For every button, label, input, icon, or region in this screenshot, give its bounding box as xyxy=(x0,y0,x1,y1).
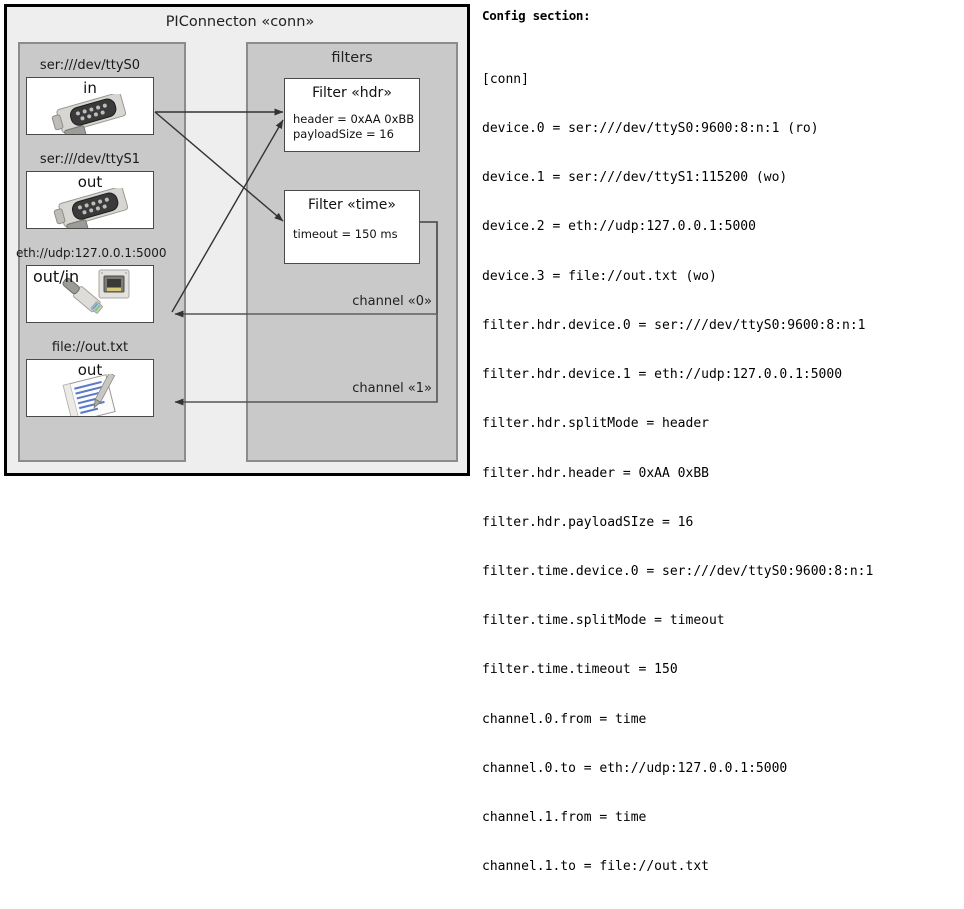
device-node-serial0[interactable]: ser:///dev/ttyS0 in xyxy=(26,58,154,138)
config-line: channel.1.from = time xyxy=(482,810,647,826)
serial-port-icon xyxy=(53,188,129,228)
config-line: filter.time.timeout = 150 xyxy=(482,662,678,678)
config-line: filter.time.splitMode = timeout xyxy=(482,613,725,629)
config-line: device.1 = ser:///dev/ttyS1:115200 (wo) xyxy=(482,170,788,186)
device-node-ethernet[interactable]: eth://udp:127.0.0.1:5000 out/in xyxy=(16,246,167,326)
filter-node-hdr[interactable]: Filter «hdr» header = 0xAA 0xBB payloadS… xyxy=(284,78,420,152)
device-label: file://out.txt xyxy=(51,340,129,355)
diagram-canvas: PIConnecton «conn» filters ser:///dev/tt… xyxy=(4,4,873,874)
diagram-title: PIConnecton «conn» xyxy=(165,14,315,30)
config-line: filter.hdr.device.0 = ser:///dev/ttyS0:9… xyxy=(482,317,866,333)
config-line: device.0 = ser:///dev/ttyS0:9600:8:n:1 (… xyxy=(482,121,819,137)
config-line: device.2 = eth://udp:127.0.0.1:5000 xyxy=(482,219,756,235)
channel-label-0: channel «0» xyxy=(352,294,432,309)
device-direction: out xyxy=(77,361,103,379)
device-label: ser:///dev/ttyS1 xyxy=(39,152,141,167)
device-box: out xyxy=(26,171,154,229)
device-direction: out xyxy=(77,173,103,191)
config-line: channel.0.from = time xyxy=(482,711,647,727)
config-line: channel.1.to = file://out.txt xyxy=(482,859,709,875)
filters-group-title: filters xyxy=(331,50,373,66)
config-line: filter.hdr.payloadSIze = 16 xyxy=(482,514,694,530)
config-line: filter.hdr.splitMode = header xyxy=(482,416,709,432)
device-box: out/in xyxy=(26,265,154,323)
config-line: filter.hdr.device.1 = eth://udp:127.0.0.… xyxy=(482,367,843,383)
device-box: out xyxy=(26,359,154,417)
filter-attribute: header = 0xAA 0xBB xyxy=(293,112,415,126)
device-node-serial1[interactable]: ser:///dev/ttyS1 out xyxy=(26,152,154,232)
filter-title: Filter «time» xyxy=(308,197,396,213)
config-line: [conn] xyxy=(482,71,529,87)
config-panel: Config section: [conn] device.0 = ser://… xyxy=(482,8,960,909)
config-line: channel.0.to = eth://udp:127.0.0.1:5000 xyxy=(482,760,788,776)
text-file-icon xyxy=(62,374,116,416)
device-box: in xyxy=(26,77,154,135)
filter-attribute: payloadSize = 16 xyxy=(293,127,394,141)
channel-label-1: channel «1» xyxy=(352,381,432,396)
config-heading: Config section: xyxy=(482,8,591,23)
config-line: device.3 = file://out.txt (wo) xyxy=(482,268,717,284)
device-direction: in xyxy=(83,79,97,97)
device-direction: out/in xyxy=(33,267,80,286)
device-node-file[interactable]: file://out.txt out xyxy=(26,340,154,420)
device-label: eth://udp:127.0.0.1:5000 xyxy=(16,246,167,260)
filter-title: Filter «hdr» xyxy=(312,85,392,101)
filter-node-time[interactable]: Filter «time» timeout = 150 ms xyxy=(284,190,420,264)
ethernet-port-icon xyxy=(62,269,130,314)
device-label: ser:///dev/ttyS0 xyxy=(39,58,141,73)
config-lines: [conn] device.0 = ser:///dev/ttyS0:9600:… xyxy=(482,39,960,909)
config-line: filter.hdr.header = 0xAA 0xBB xyxy=(482,465,709,481)
serial-port-icon xyxy=(51,94,127,134)
config-line: filter.time.device.0 = ser:///dev/ttyS0:… xyxy=(482,564,874,579)
filter-attribute: timeout = 150 ms xyxy=(293,227,398,241)
